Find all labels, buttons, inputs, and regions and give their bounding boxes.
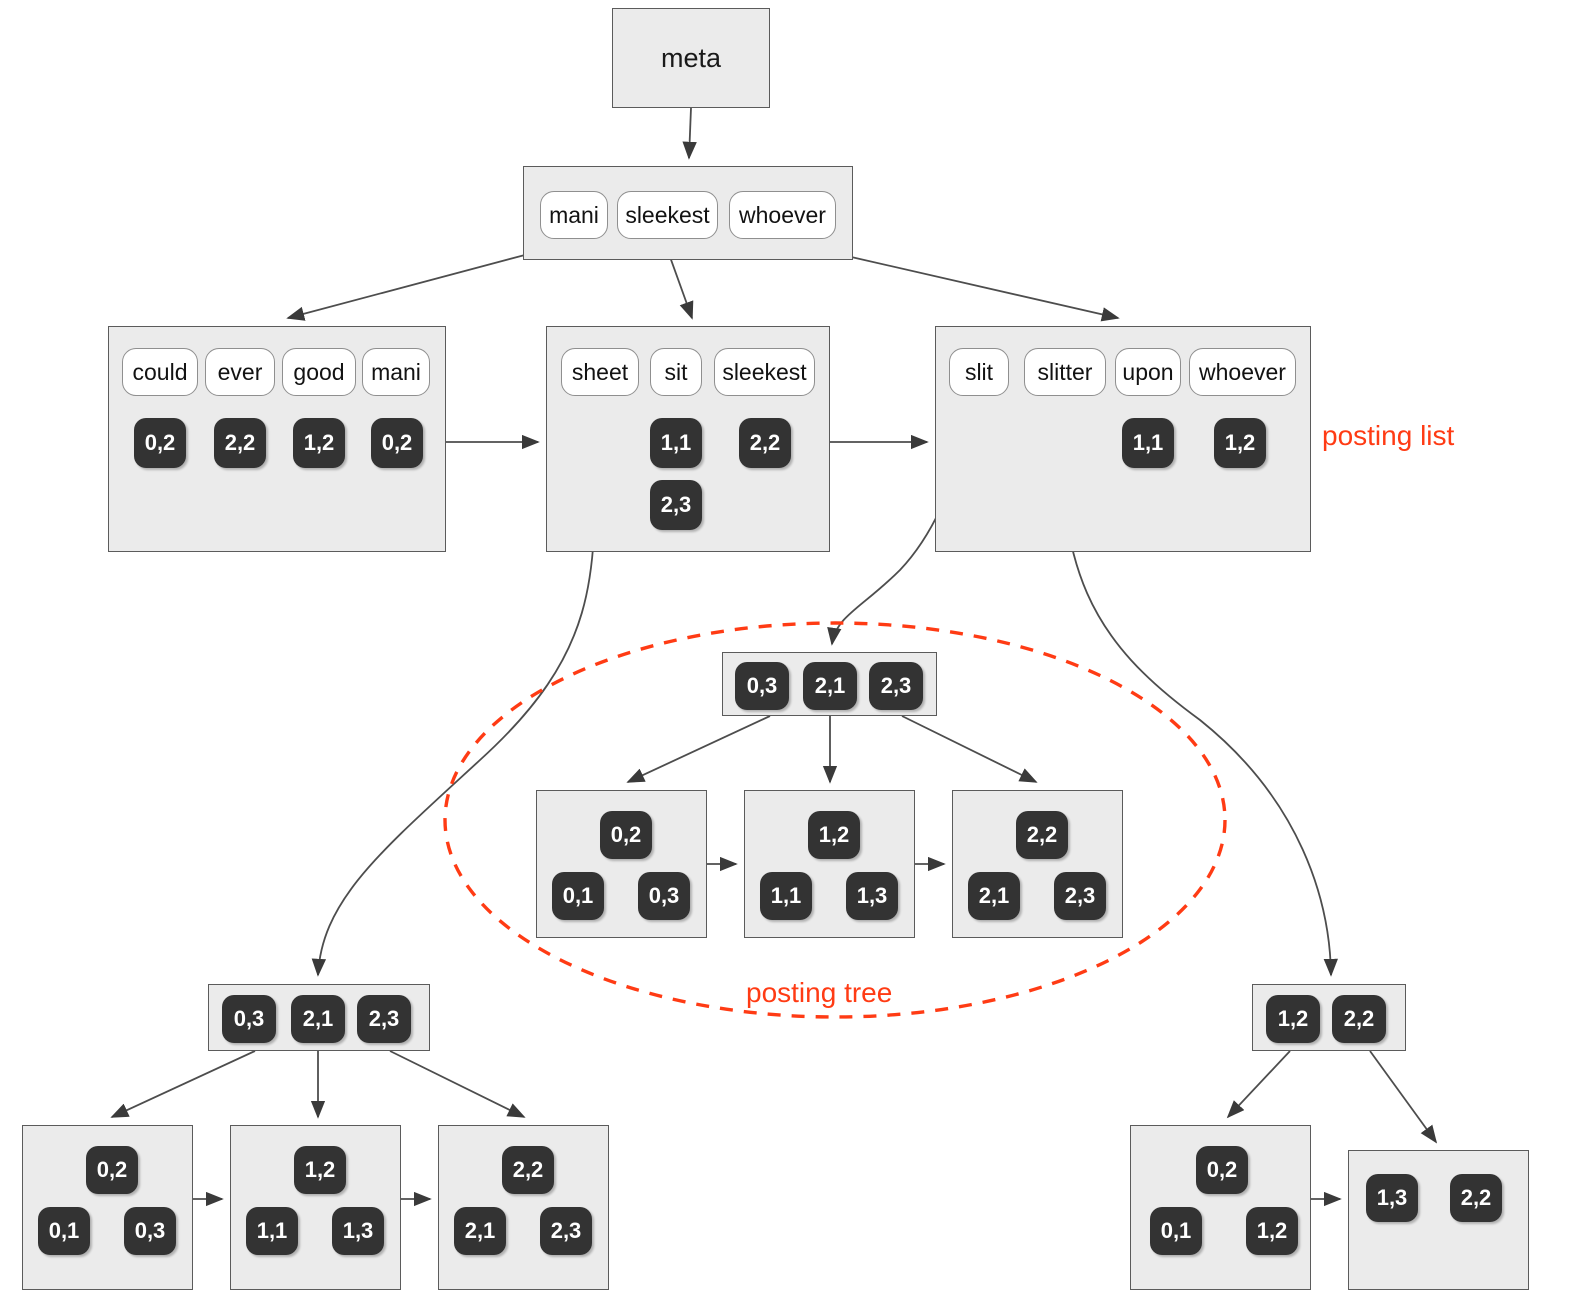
edge-meta-to-root xyxy=(682,107,697,160)
posting-tree-center-leaf-posting-2-3[interactable]: 2,3 xyxy=(1054,872,1106,920)
posting-tree-right-leaf-posting-2-2[interactable]: 2,2 xyxy=(1450,1174,1502,1222)
edge-left-root-to-leaf3 xyxy=(389,1050,526,1118)
posting-tree-center-leaf-posting-0-3[interactable]: 0,3 xyxy=(638,872,690,920)
term-node-sleekest[interactable]: sleekest xyxy=(714,348,815,396)
posting-tree-center-root-posting-2-3[interactable]: 2,3 xyxy=(869,662,923,710)
edge-center-root-to-leaf1 xyxy=(626,715,771,783)
posting-tree-left-leaf-posting-1-2[interactable]: 1,2 xyxy=(294,1146,346,1194)
posting-list-label: posting list xyxy=(1322,420,1455,451)
posting-node-1-2[interactable]: 1,2 xyxy=(1214,418,1266,468)
edge-center-root-to-leaf3 xyxy=(901,715,1038,783)
posting-tree-left-root-posting-2-3[interactable]: 2,3 xyxy=(357,995,411,1043)
posting-node-1-1[interactable]: 1,1 xyxy=(650,418,702,468)
posting-node-0-2[interactable]: 0,2 xyxy=(134,418,186,468)
term-node-sleekest[interactable]: sleekest xyxy=(617,191,718,239)
term-node-good[interactable]: good xyxy=(282,348,356,396)
posting-tree-center-root-posting-2-1[interactable]: 2,1 xyxy=(803,662,857,710)
posting-tree-left-leaf-posting-2-1[interactable]: 2,1 xyxy=(454,1207,506,1255)
term-node-sit[interactable]: sit xyxy=(650,348,702,396)
posting-tree-center-leaf-posting-2-2[interactable]: 2,2 xyxy=(1016,811,1068,859)
term-node-upon[interactable]: upon xyxy=(1115,348,1181,396)
term-node-slitter[interactable]: slitter xyxy=(1024,348,1106,396)
posting-tree-left-leaf-posting-2-3[interactable]: 2,3 xyxy=(540,1207,592,1255)
posting-tree-center-leaf-posting-0-2[interactable]: 0,2 xyxy=(600,811,652,859)
posting-tree-left-leaf-posting-2-2[interactable]: 2,2 xyxy=(502,1146,554,1194)
term-node-whoever[interactable]: whoever xyxy=(729,191,836,239)
edge-right-root-to-leaf2 xyxy=(1369,1050,1438,1144)
posting-node-1-1[interactable]: 1,1 xyxy=(1122,418,1174,468)
term-node-mani[interactable]: mani xyxy=(362,348,430,396)
term-node-mani[interactable]: mani xyxy=(540,191,608,239)
posting-tree-center-root-posting-0-3[interactable]: 0,3 xyxy=(735,662,789,710)
posting-tree-right-root-posting-1-2[interactable]: 1,2 xyxy=(1266,995,1320,1043)
posting-tree-left-leaf-posting-1-1[interactable]: 1,1 xyxy=(246,1207,298,1255)
meta-root-box: meta xyxy=(612,8,770,108)
posting-node-2-2[interactable]: 2,2 xyxy=(214,418,266,468)
posting-tree-right-root-posting-2-2[interactable]: 2,2 xyxy=(1332,995,1386,1043)
posting-tree-left-leaf-posting-0-2[interactable]: 0,2 xyxy=(86,1146,138,1194)
posting-tree-left-root-posting-0-3[interactable]: 0,3 xyxy=(222,995,276,1043)
posting-tree-center-leaf-posting-1-3[interactable]: 1,3 xyxy=(846,872,898,920)
posting-tree-center-leaf-posting-2-1[interactable]: 2,1 xyxy=(968,872,1020,920)
posting-tree-right-leaf-posting-1-2[interactable]: 1,2 xyxy=(1246,1207,1298,1255)
posting-node-1-2[interactable]: 1,2 xyxy=(293,418,345,468)
posting-tree-right-leaf-posting-0-1[interactable]: 0,1 xyxy=(1150,1207,1202,1255)
edge-right-root-to-leaf1 xyxy=(1226,1050,1291,1119)
posting-tree-left-leaf-posting-1-3[interactable]: 1,3 xyxy=(332,1207,384,1255)
posting-tree-left-leaf-posting-0-1[interactable]: 0,1 xyxy=(38,1207,90,1255)
term-node-ever[interactable]: ever xyxy=(205,348,275,396)
edge-left-root-to-leaf1 xyxy=(110,1050,256,1118)
posting-tree-right-leaf-posting-0-2[interactable]: 0,2 xyxy=(1196,1146,1248,1194)
posting-tree-left-root-posting-2-1[interactable]: 2,1 xyxy=(291,995,345,1043)
posting-node-2-2[interactable]: 2,2 xyxy=(739,418,791,468)
posting-node-2-3[interactable]: 2,3 xyxy=(650,480,702,530)
term-node-sheet[interactable]: sheet xyxy=(561,348,639,396)
posting-node-0-2[interactable]: 0,2 xyxy=(371,418,423,468)
posting-tree-left-leaf-posting-0-3[interactable]: 0,3 xyxy=(124,1207,176,1255)
term-node-slit[interactable]: slit xyxy=(949,348,1009,396)
posting-tree-label: posting tree xyxy=(746,977,893,1008)
posting-tree-center-leaf-posting-1-1[interactable]: 1,1 xyxy=(760,872,812,920)
posting-tree-right-leaf-posting-1-3[interactable]: 1,3 xyxy=(1366,1174,1418,1222)
posting-tree-center-leaf-posting-0-1[interactable]: 0,1 xyxy=(552,872,604,920)
term-node-whoever[interactable]: whoever xyxy=(1189,348,1296,396)
term-node-could[interactable]: could xyxy=(122,348,198,396)
posting-tree-center-leaf-posting-1-2[interactable]: 1,2 xyxy=(808,811,860,859)
